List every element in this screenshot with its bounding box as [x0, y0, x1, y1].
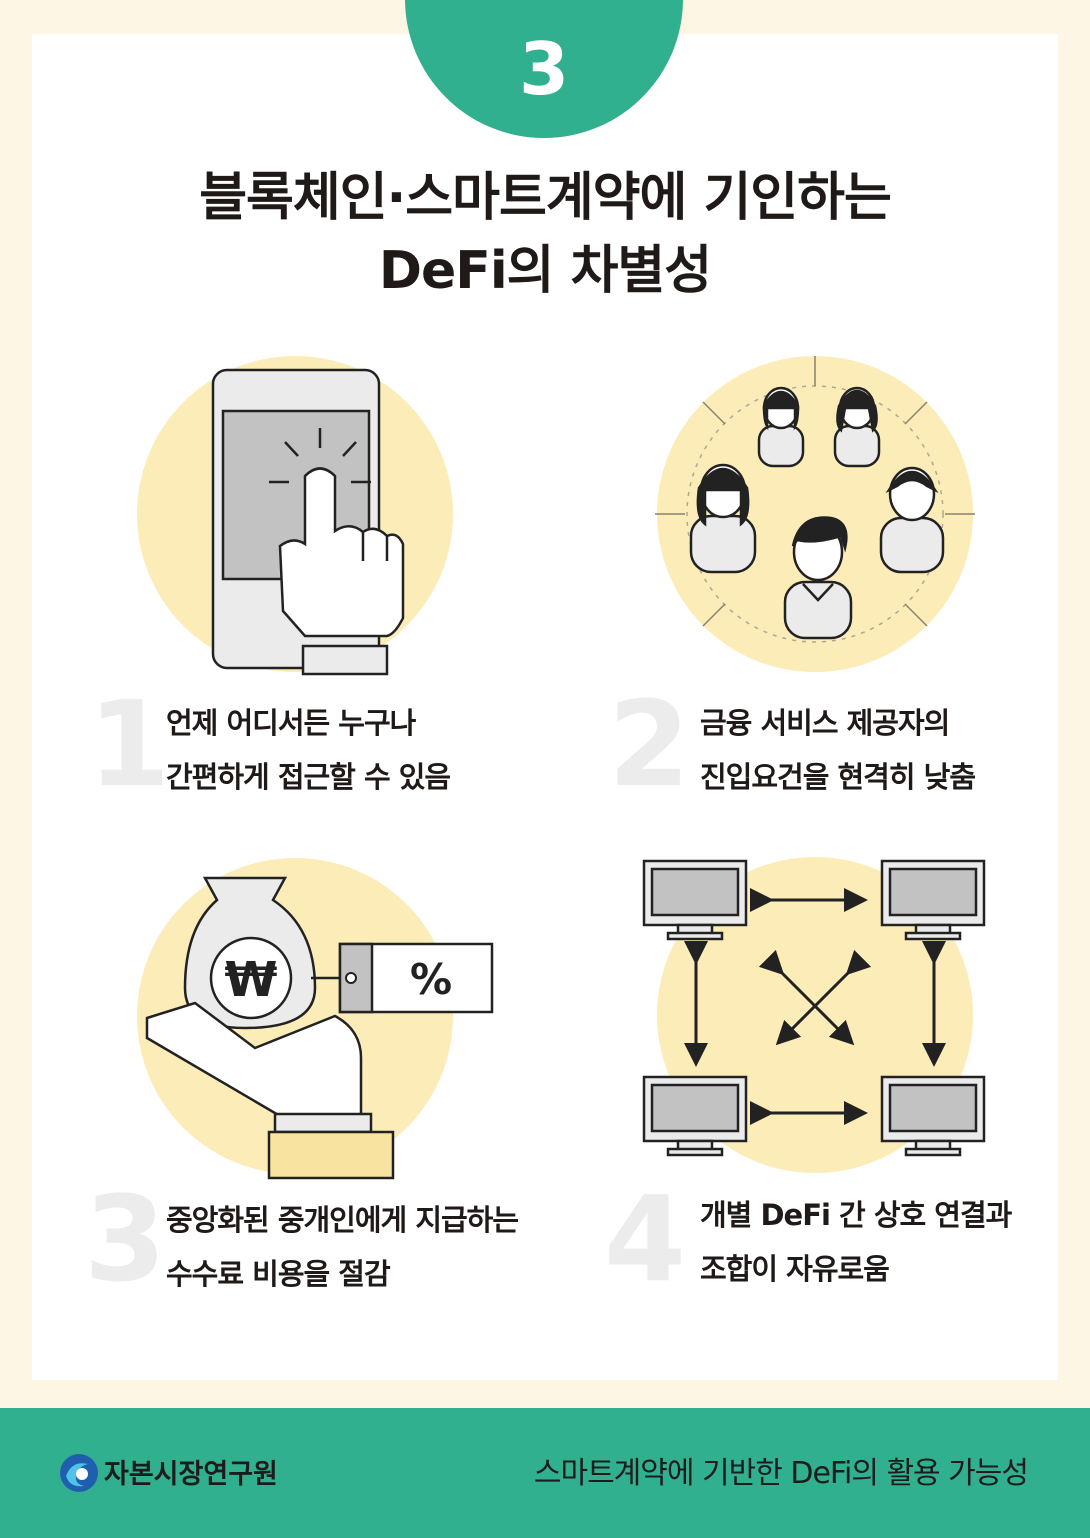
item-2-line1: 금융 서비스 제공자의 — [700, 706, 950, 740]
footer-bar — [0, 1408, 1090, 1538]
item-number-1: 1 — [88, 675, 171, 813]
kcmi-logo-icon — [60, 1454, 98, 1492]
computer-network-illustration — [642, 857, 986, 1173]
item-1-line2: 간편하게 접근할 수 있음 — [166, 760, 451, 794]
percent-tag: % — [410, 955, 452, 1004]
document-title: 스마트계약에 기반한 DeFi의 활용 가능성 — [533, 1456, 1029, 1491]
item-number-4: 4 — [604, 1170, 687, 1308]
item-3-line2: 수수료 비용을 절감 — [166, 1257, 391, 1291]
won-symbol: ₩ — [225, 952, 278, 1008]
organization-name: 자본시장연구원 — [104, 1459, 278, 1490]
smartphone-tap-illustration — [137, 356, 453, 676]
item-3-line1: 중앙화된 중개인에게 지급하는 — [166, 1203, 519, 1237]
page-title-line2: DeFi의 차별성 — [378, 241, 712, 301]
item-2-line2: 진입요건을 현격히 낮춤 — [700, 760, 976, 794]
badge-number: 3 — [518, 27, 570, 111]
money-bag-illustration: ₩ % — [137, 858, 494, 1180]
item-1-line1: 언제 어디서든 누구나 — [166, 706, 416, 740]
item-4-line2: 조합이 자유로움 — [700, 1252, 890, 1286]
item-number-3: 3 — [84, 1170, 167, 1308]
people-network-illustration — [655, 356, 975, 672]
item-4-line1: 개별 DeFi 간 상호 연결과 — [700, 1198, 1012, 1232]
content-card — [32, 34, 1058, 1380]
item-number-2: 2 — [608, 675, 691, 813]
page-title-line1: 블록체인·스마트계약에 기인하는 — [199, 168, 892, 228]
